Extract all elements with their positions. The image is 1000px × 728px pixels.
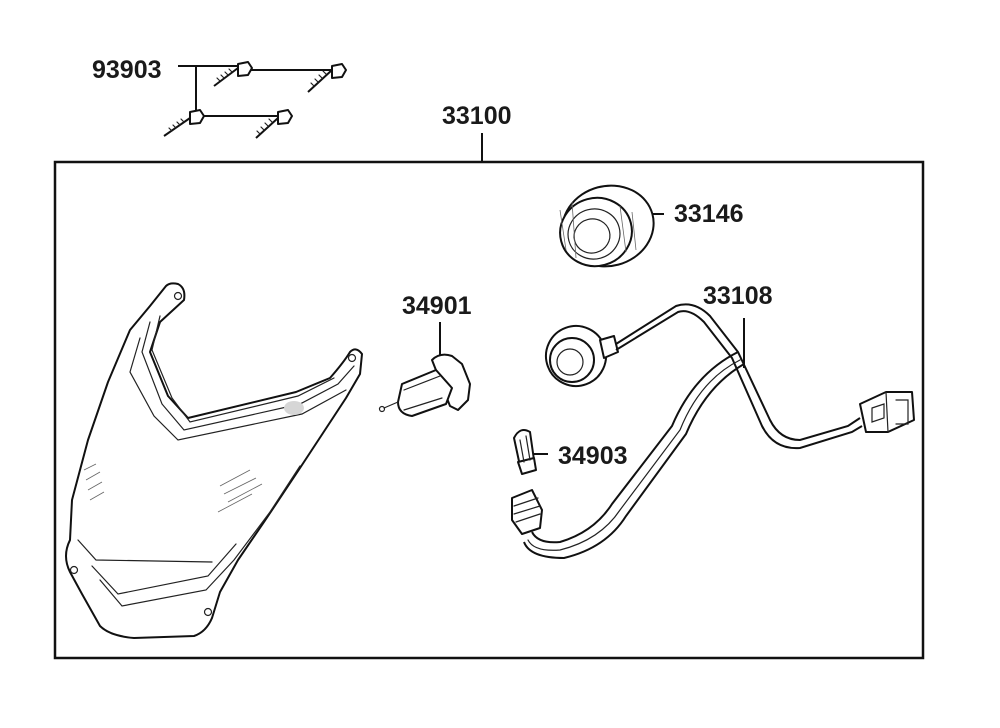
screw-icon: [213, 61, 253, 87]
screws-group: [163, 61, 347, 139]
label-assembly: 33100: [442, 102, 512, 130]
wire-harness: [511, 303, 915, 560]
small-bulb: [513, 429, 548, 475]
main-bulb: [378, 322, 471, 417]
label-socket-cover: 33146: [674, 200, 744, 228]
screw-icon: [307, 63, 347, 93]
label-main-bulb: 34901: [402, 292, 472, 320]
screw-icon: [163, 109, 205, 137]
label-screws: 93903: [92, 56, 162, 84]
socket-cover: [559, 184, 664, 268]
label-small-bulb: 34903: [558, 442, 628, 470]
label-wire-harness: 33108: [703, 282, 773, 310]
headlight-housing: [65, 282, 363, 639]
assembly-frame: [53, 160, 925, 660]
screw-icon: [255, 109, 293, 139]
